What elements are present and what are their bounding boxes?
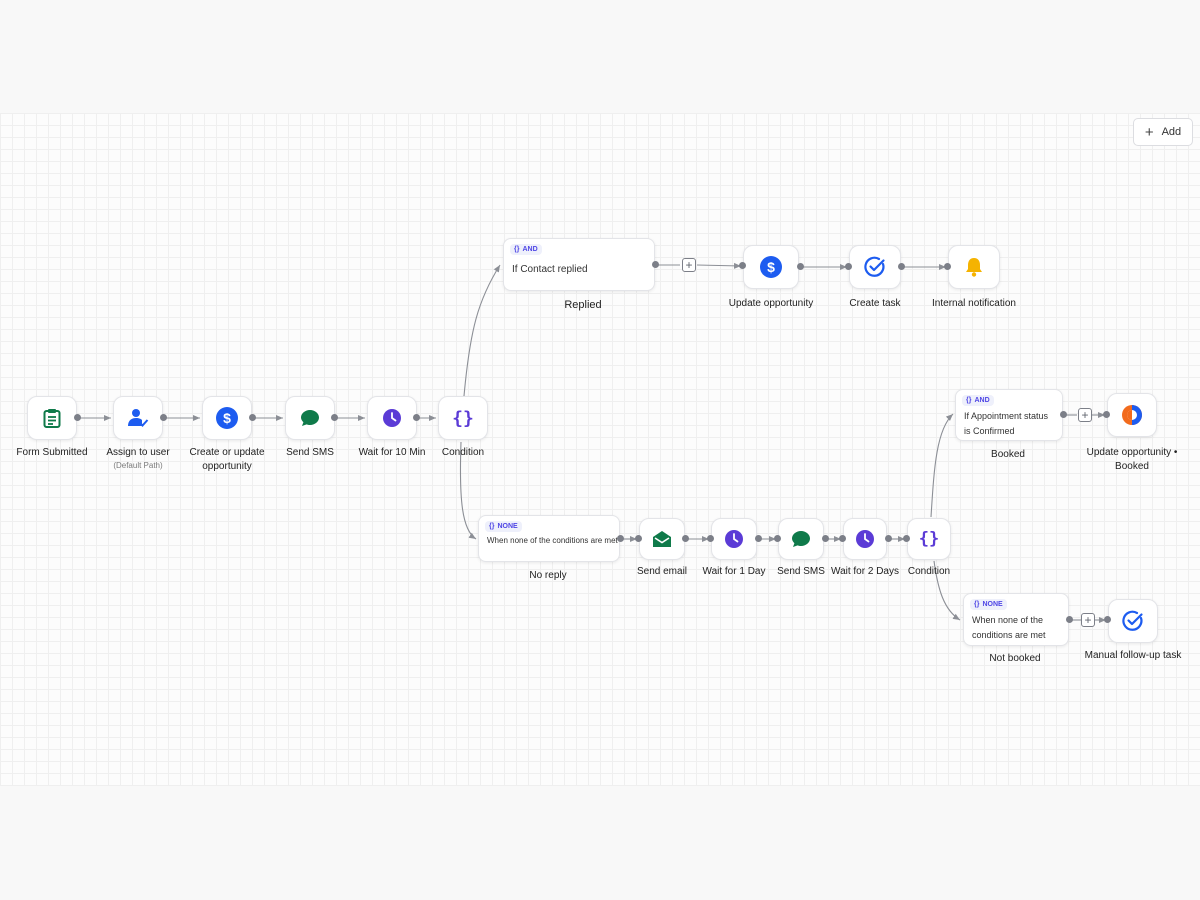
connector-handle[interactable] xyxy=(755,535,762,542)
wait-node[interactable] xyxy=(367,396,417,440)
connector-handle[interactable] xyxy=(707,535,714,542)
node-label: Assign to user xyxy=(106,447,170,458)
connector-handle[interactable] xyxy=(413,414,420,421)
branch-label: Booked xyxy=(991,449,1025,460)
add-button[interactable]: + Add xyxy=(1133,118,1193,146)
braces-icon: {} xyxy=(452,407,474,429)
branch-badge: {}AND xyxy=(962,395,994,406)
user-check-icon xyxy=(128,409,149,427)
envelope-icon xyxy=(653,531,671,547)
node-label: Create or update xyxy=(189,447,265,458)
braces-icon: {} xyxy=(918,529,940,549)
condition-branch-not-booked[interactable]: {}NONE When none of the conditions are m… xyxy=(963,593,1069,646)
connector-handle[interactable] xyxy=(1104,616,1111,623)
node-label: Internal notification xyxy=(932,298,1016,309)
branch-badge: {}NONE xyxy=(485,521,522,532)
manual-followup-node[interactable] xyxy=(1108,599,1158,643)
branch-condition-text: If Appointment status is Confirmed xyxy=(964,411,1049,436)
wait-node[interactable] xyxy=(843,518,887,560)
add-step-button[interactable]: + xyxy=(1081,613,1095,627)
branch-label: Not booked xyxy=(989,653,1041,664)
connector-handle[interactable] xyxy=(617,535,624,542)
connector-handle[interactable] xyxy=(635,535,642,542)
branch-badge: {}AND xyxy=(510,244,542,255)
connector-handle[interactable] xyxy=(1103,411,1110,418)
connector-handle[interactable] xyxy=(1060,411,1067,418)
node-label: Update opportunity xyxy=(728,298,814,309)
add-button-label: Add xyxy=(1161,126,1182,138)
update-opportunity-booked-node[interactable] xyxy=(1107,393,1157,437)
chat-bubble-icon xyxy=(301,410,319,426)
clock-icon xyxy=(856,530,874,548)
node-label: Condition xyxy=(907,566,951,577)
add-step-button[interactable]: + xyxy=(1078,408,1092,422)
node-label: Send SMS xyxy=(777,566,825,577)
form-submitted-node[interactable] xyxy=(27,396,77,440)
connector-handle[interactable] xyxy=(944,263,951,270)
create-task-node[interactable] xyxy=(849,245,901,289)
connector-handle[interactable] xyxy=(797,263,804,270)
check-circle-icon xyxy=(1122,610,1143,631)
wait-node[interactable] xyxy=(711,518,757,560)
connector-handle[interactable] xyxy=(652,261,659,268)
dollar-icon: $ xyxy=(216,407,238,429)
node-label: Wait for 1 Day xyxy=(702,566,766,577)
connector-handle[interactable] xyxy=(822,535,829,542)
clock-icon xyxy=(725,530,743,548)
connector-handle[interactable] xyxy=(885,535,892,542)
send-sms-node[interactable] xyxy=(285,396,335,440)
send-email-node[interactable] xyxy=(639,518,685,560)
send-sms-node[interactable] xyxy=(778,518,824,560)
branch-label: No reply xyxy=(529,570,567,581)
connector-handle[interactable] xyxy=(331,414,338,421)
node-label: Wait for 10 Min xyxy=(358,447,426,458)
internal-notification-node[interactable] xyxy=(948,245,1000,289)
node-label: Manual follow-up task xyxy=(1084,650,1182,661)
condition-branch-no-reply[interactable]: {}NONE When none of the conditions are m… xyxy=(478,515,620,562)
branch-condition-text: If Contact replied xyxy=(512,264,588,275)
node-label: Wait for 2 Days xyxy=(831,566,899,577)
branch-condition-text: When none of the conditions are met xyxy=(487,536,618,545)
branch-badge: {}NONE xyxy=(970,599,1007,610)
chat-bubble-icon xyxy=(792,531,810,547)
clipboard-icon xyxy=(43,409,61,428)
node-label: Condition xyxy=(441,447,485,458)
connector-handle[interactable] xyxy=(249,414,256,421)
node-sublabel: (Default Path) xyxy=(113,461,163,470)
connector-handle[interactable] xyxy=(774,535,781,542)
connector-handle[interactable] xyxy=(682,535,689,542)
connector-handle[interactable] xyxy=(1066,616,1073,623)
node-label: Send email xyxy=(636,566,688,577)
node-label: Form Submitted xyxy=(16,447,88,458)
dollar-icon: $ xyxy=(760,256,782,278)
node-label: Booked xyxy=(1115,461,1149,472)
add-step-button[interactable]: + xyxy=(682,258,696,272)
branch-label: Replied xyxy=(564,299,602,311)
check-circle-icon xyxy=(864,256,885,277)
update-opportunity-node[interactable]: $ xyxy=(743,245,799,289)
node-label: Send SMS xyxy=(286,447,334,458)
condition-branch-replied[interactable]: {}AND If Contact replied xyxy=(503,238,655,291)
connector-handle[interactable] xyxy=(739,262,746,269)
connector-handle[interactable] xyxy=(839,535,846,542)
workflow-canvas[interactable] xyxy=(0,113,1200,786)
orange-logo-icon xyxy=(1122,405,1142,425)
create-opportunity-node[interactable]: $ xyxy=(202,396,252,440)
connector-handle[interactable] xyxy=(845,263,852,270)
condition-branch-booked[interactable]: {}AND If Appointment status is Confirmed xyxy=(955,389,1063,441)
clock-icon xyxy=(383,409,401,427)
node-label: opportunity xyxy=(202,461,252,472)
bell-icon xyxy=(966,258,982,277)
condition-node[interactable]: {} xyxy=(907,518,951,560)
condition-node[interactable]: {} xyxy=(438,396,488,440)
connector-handle[interactable] xyxy=(903,535,910,542)
connector-handle[interactable] xyxy=(160,414,167,421)
node-label: Update opportunity • xyxy=(1086,447,1178,458)
node-label: Create task xyxy=(849,298,901,309)
plus-icon: + xyxy=(1144,123,1154,141)
branch-condition-text: When none of the conditions are met xyxy=(972,615,1046,640)
assign-user-node[interactable] xyxy=(113,396,163,440)
connector-handle[interactable] xyxy=(74,414,81,421)
connector-handle[interactable] xyxy=(898,263,905,270)
